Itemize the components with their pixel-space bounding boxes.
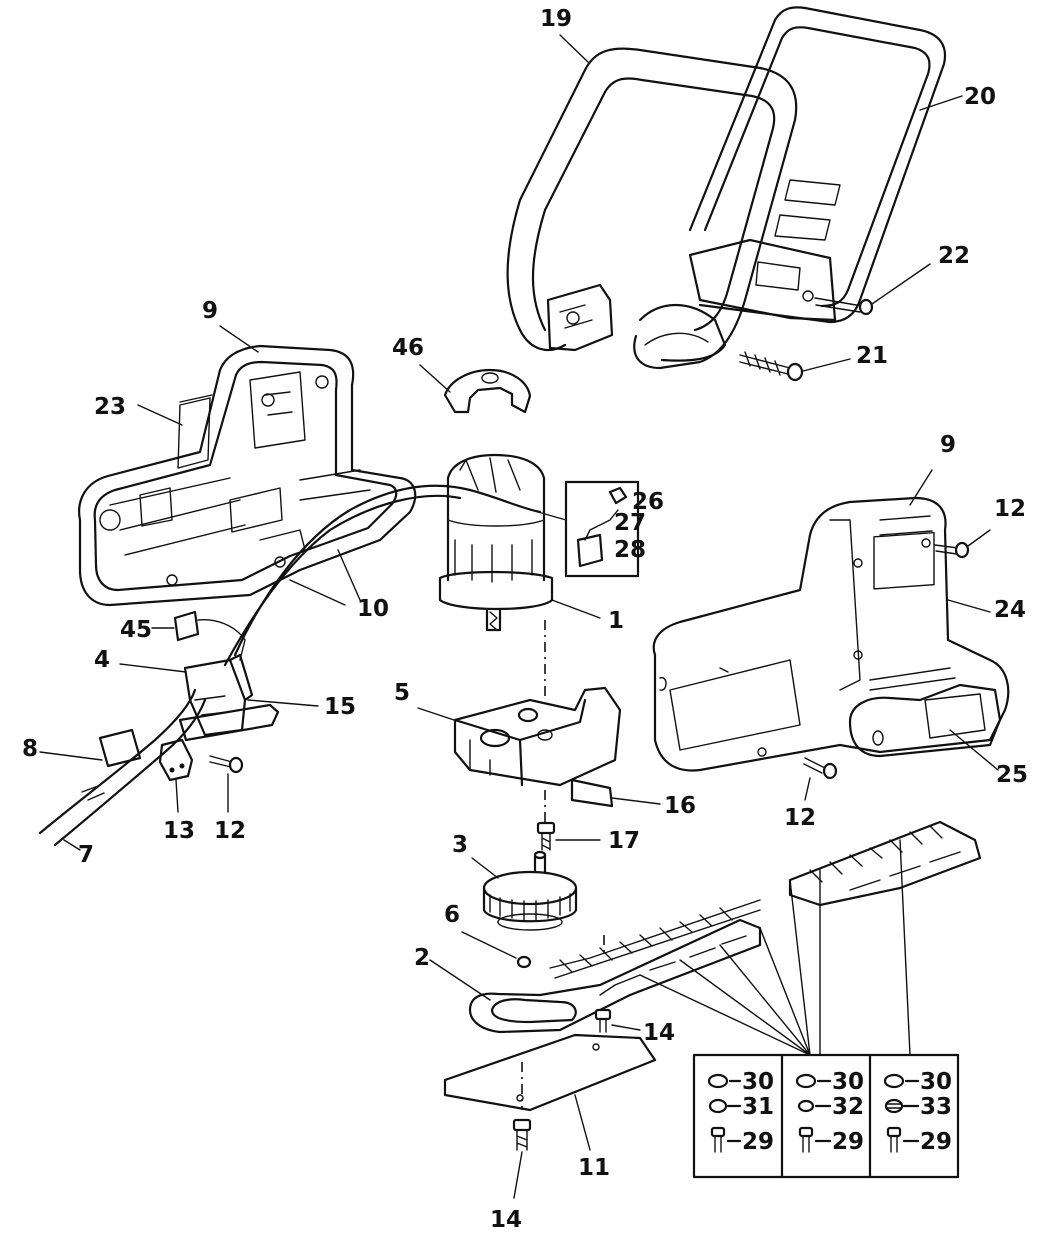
callout-c9a: 9: [202, 298, 218, 324]
wires-part-10: [223, 484, 542, 667]
callout-c14a: 14: [643, 1020, 675, 1046]
callout-c7: 7: [78, 842, 94, 868]
front-handle-part-19: [506, 47, 798, 370]
callout-t29c: 29: [920, 1129, 952, 1155]
callout-c3: 3: [452, 832, 468, 858]
callout-c8: 8: [22, 736, 38, 762]
pointer-lines: [639, 839, 911, 1056]
callout-c20: 20: [964, 84, 996, 110]
blade-tip-detail: [788, 820, 982, 907]
callout-t32: 32: [832, 1094, 864, 1120]
switch-part-4: [119, 653, 319, 742]
callout-t31: 31: [742, 1094, 774, 1120]
callout-c1: 1: [608, 608, 624, 634]
callout-labels: 1234567899101112121213141415161719202122…: [22, 6, 1028, 1233]
callout-t30c: 30: [920, 1069, 952, 1095]
left-housing-part-9: [78, 344, 417, 607]
callout-c4: 4: [94, 647, 110, 673]
brush-clip-part-46: [419, 364, 532, 414]
callout-c12c: 12: [784, 805, 816, 831]
callout-t29b: 29: [832, 1129, 864, 1155]
callout-c45: 45: [120, 617, 152, 643]
cable-part-7-8: [38, 688, 207, 851]
handle-guard-part-20: [688, 6, 947, 324]
leader-19: [559, 34, 589, 63]
callout-c17: 17: [608, 828, 640, 854]
callout-c28: 28: [614, 537, 646, 563]
callout-t33: 33: [920, 1094, 952, 1120]
motor-part-1: [438, 453, 601, 632]
callout-c16: 16: [664, 793, 696, 819]
callout-c19: 19: [540, 6, 572, 32]
callout-c14b: 14: [490, 1207, 522, 1233]
callout-t29a: 29: [742, 1129, 774, 1155]
callout-c26: 26: [632, 489, 664, 515]
callout-c9b: 9: [940, 432, 956, 458]
callout-c12a: 12: [214, 818, 246, 844]
screw-part-14-upper: [594, 1008, 641, 1033]
callout-t30b: 30: [832, 1069, 864, 1095]
cord-clamp-part-13: [158, 738, 194, 813]
gear-part-3: [471, 850, 578, 931]
callout-c13: 13: [163, 818, 195, 844]
callout-c46: 46: [392, 335, 424, 361]
callout-c21: 21: [856, 343, 888, 369]
fastener-detail-table: [692, 1053, 960, 1179]
callout-c27: 27: [614, 510, 646, 536]
callout-c6: 6: [444, 902, 460, 928]
callout-c25: 25: [996, 762, 1028, 788]
brush-box-group: [537, 480, 640, 578]
callout-t30a: 30: [742, 1069, 774, 1095]
callout-c5: 5: [394, 680, 410, 706]
washer-part-6: [461, 931, 532, 969]
screw-part-12-right-top: [934, 529, 991, 559]
leader-9-left: [219, 325, 259, 353]
right-housing-part-9: [652, 496, 1010, 772]
plate-part-11: [443, 1033, 657, 1151]
callout-c23: 23: [94, 394, 126, 420]
screw-part-21: [739, 351, 851, 382]
blade-part-2: [429, 899, 762, 1034]
leader-20: [919, 95, 963, 111]
gearbox-part-5: [417, 686, 661, 808]
screw-part-17: [536, 821, 601, 851]
screw-part-12-right-bottom: [803, 757, 838, 801]
connector-part-45: [151, 610, 246, 661]
callout-c24: 24: [994, 597, 1026, 623]
screw-part-22: [814, 263, 931, 316]
leader-9-right: [909, 469, 933, 506]
screw-part-12-left: [209, 755, 244, 813]
callout-c2: 2: [414, 945, 430, 971]
callout-c15: 15: [324, 694, 356, 720]
screw-part-14-lower: [512, 1118, 532, 1199]
callout-c10: 10: [357, 596, 389, 622]
callout-c22: 22: [938, 243, 970, 269]
callout-c12b: 12: [994, 496, 1026, 522]
callout-c11: 11: [578, 1155, 610, 1181]
plate-part-23: [137, 394, 213, 426]
